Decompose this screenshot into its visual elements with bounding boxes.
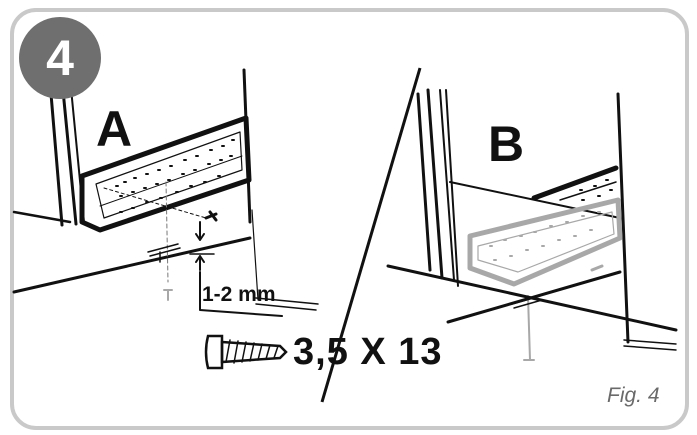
panel-b-label: B xyxy=(488,116,525,172)
panel-a-label: A xyxy=(96,101,133,157)
figure-caption: Fig. 4 xyxy=(607,384,660,407)
bracket-a-holes xyxy=(115,139,235,213)
screw-icon xyxy=(204,334,288,370)
step-badge: 4 xyxy=(19,17,101,99)
panel-divider xyxy=(320,67,422,403)
screw-size-label: 3,5 X 13 xyxy=(293,331,443,373)
figure-frame xyxy=(10,8,689,430)
panel-b-drawing xyxy=(386,88,678,361)
panel-a-drawing xyxy=(12,68,319,317)
gap-dimension-label: 1-2 mm xyxy=(202,283,276,306)
